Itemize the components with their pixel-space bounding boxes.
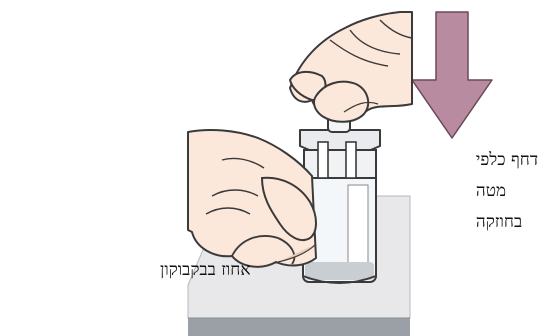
hand-icon [188,130,316,267]
push-line-2: מטה [476,183,506,200]
hold-vial-instruction: אחוז בבקבוקון [160,262,251,279]
push-down-instruction: דחף כלפי מטה בחוזקה [476,152,538,231]
down-arrow-icon [412,12,492,138]
push-line-3: בחוזקה [476,214,522,231]
hand-icon [290,12,412,122]
push-line-1: דחף כלפי [476,152,538,169]
